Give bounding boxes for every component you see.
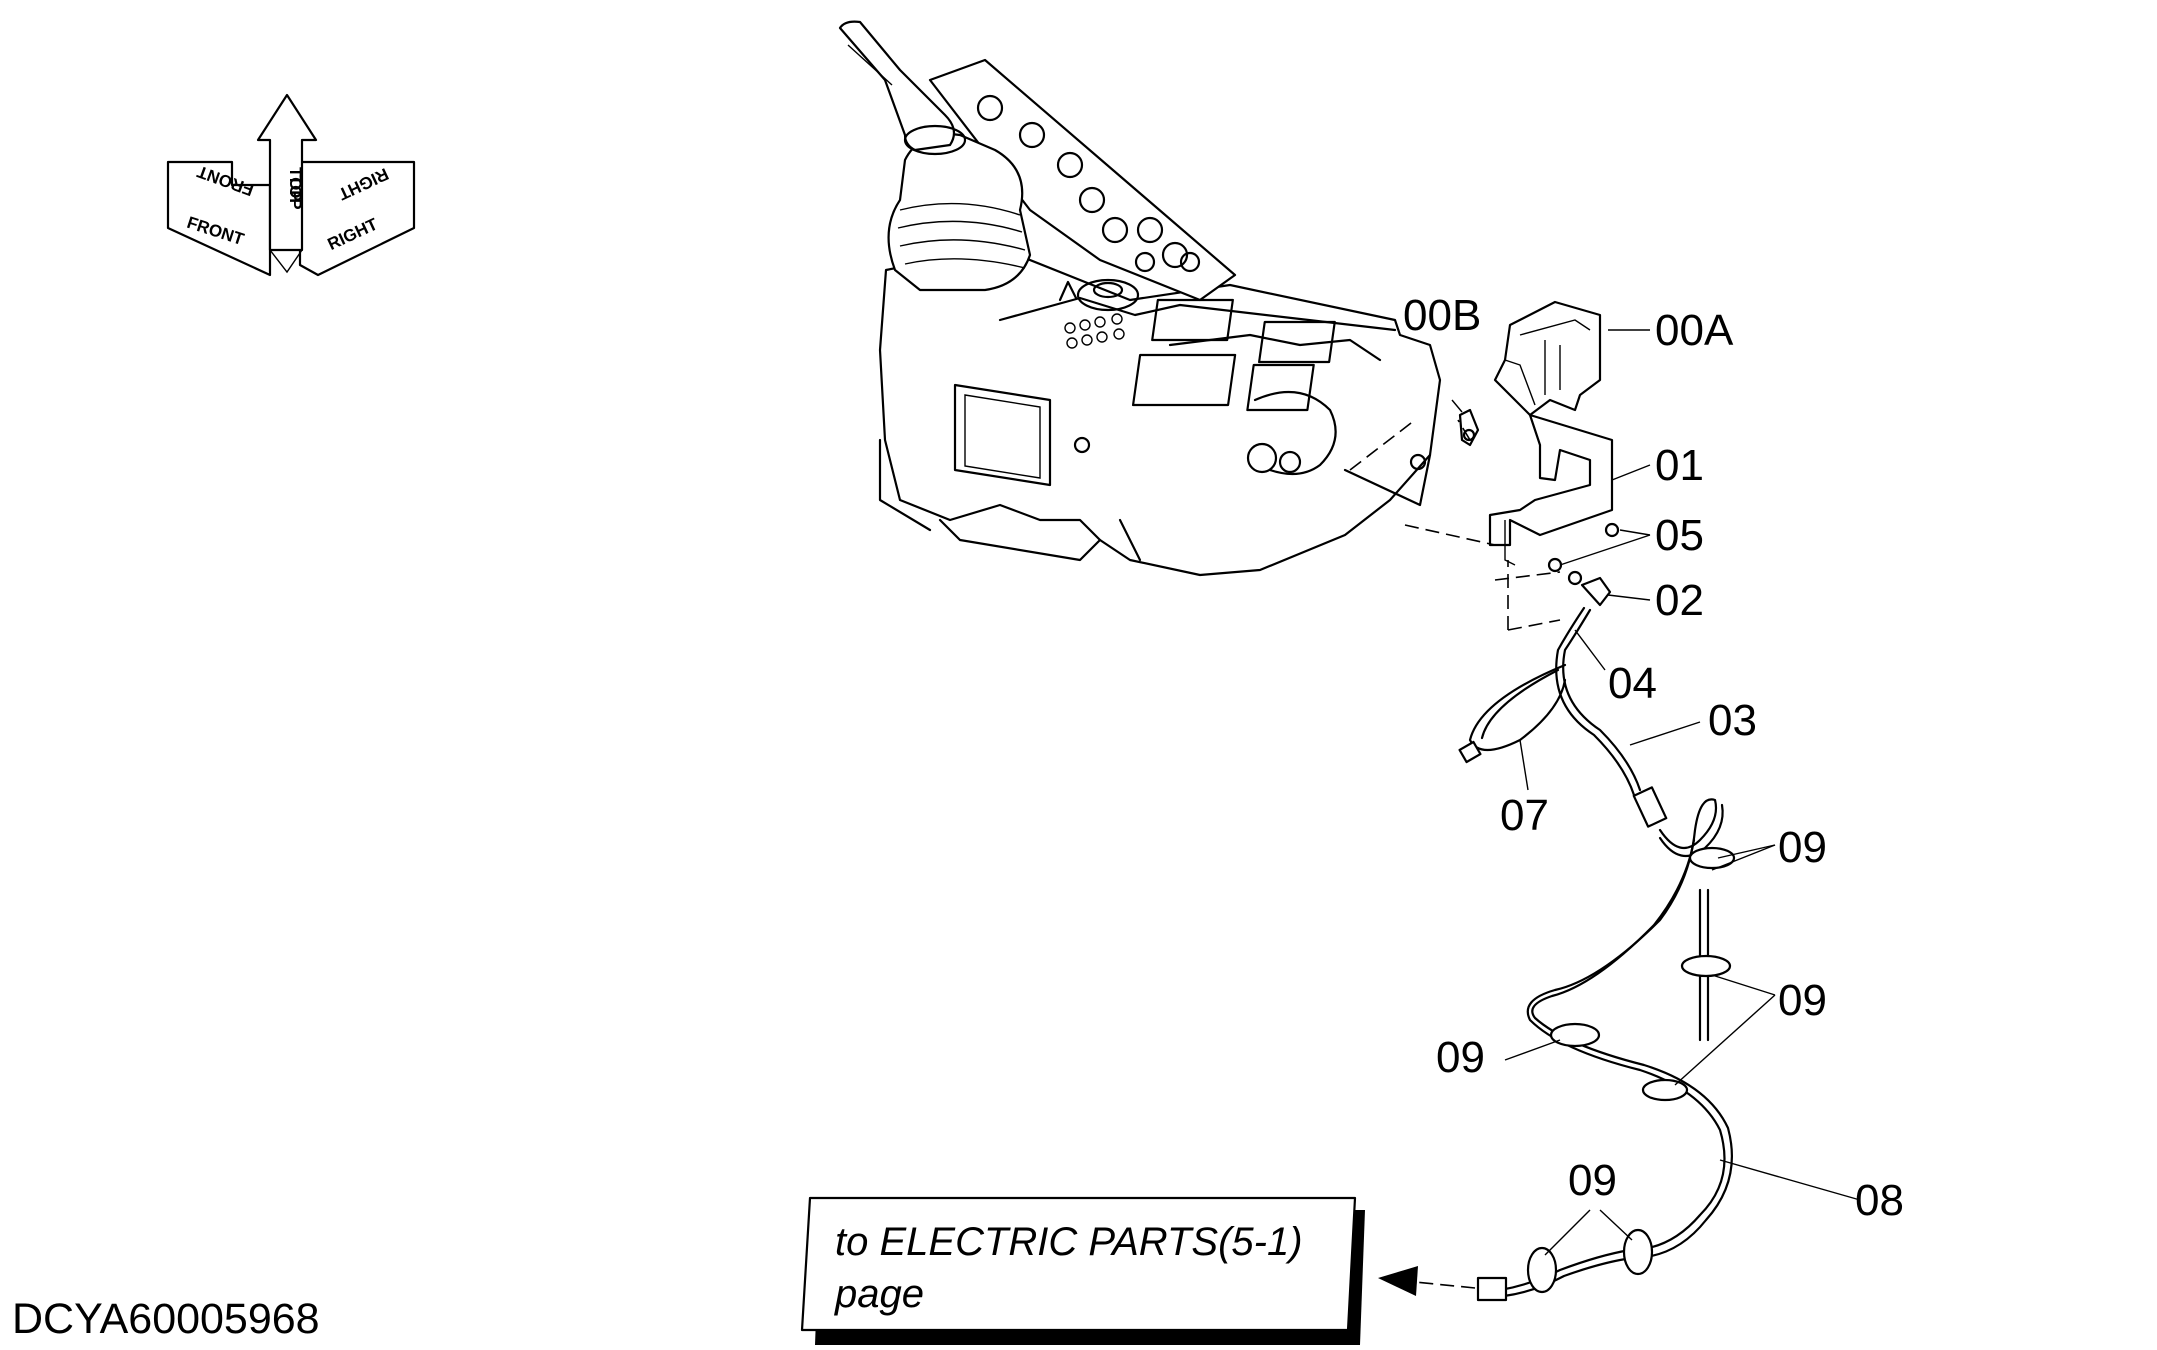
reference-box-line2: page [834, 1272, 924, 1316]
bolt-05-illustration [1547, 522, 1620, 586]
callout-03[interactable]: 03 [1708, 696, 1757, 745]
reference-arrow-icon [1378, 1266, 1476, 1296]
bracket-01-illustration [1488, 413, 1614, 566]
clamp-09-illustration [1549, 1022, 1601, 1048]
callout-08[interactable]: 08 [1855, 1176, 1904, 1225]
clamp-09-illustration [1526, 1246, 1558, 1294]
harness-end-connector-illustration [1476, 1276, 1508, 1302]
keypad-illustration [1064, 313, 1125, 349]
harness-illustration [1458, 606, 1736, 1302]
callout-01[interactable]: 01 [1655, 441, 1704, 490]
clip-00b-illustration [1458, 408, 1480, 447]
callout-05[interactable]: 05 [1655, 511, 1704, 560]
electric-parts-reference[interactable]: to ELECTRIC PARTS(5-1) page [800, 1196, 1365, 1345]
clamp-09-illustration [1641, 1078, 1689, 1102]
callout-09-bottom[interactable]: 09 [1568, 1156, 1617, 1205]
callout-00a[interactable]: 00A [1655, 306, 1734, 355]
orientation-indicator-icon: FRONT FRONT TOP TOP RIGHT RIGHT [166, 93, 416, 277]
leader-lines [1451, 329, 1861, 1256]
clamp-09-illustration [1680, 954, 1732, 978]
drawing-number: DCYA60005968 [12, 1295, 320, 1343]
connector-00a-illustration [1493, 300, 1602, 417]
reference-box [800, 1196, 1357, 1332]
reference-box-line1: to ELECTRIC PARTS(5-1) [835, 1220, 1303, 1264]
callout-07[interactable]: 07 [1500, 791, 1549, 840]
orientation-top-label: TOP [286, 167, 305, 202]
grommet-02-illustration [1580, 576, 1612, 607]
clamp-09-illustration [1688, 846, 1736, 870]
callout-00b[interactable]: 00B [1403, 291, 1481, 340]
callout-09-middle[interactable]: 09 [1778, 976, 1827, 1025]
clamp-09-illustration [1622, 1228, 1654, 1276]
part-callouts: 00A 00B 01 05 02 04 03 07 09 09 09 09 08 [1403, 291, 1904, 1225]
callout-04[interactable]: 04 [1608, 659, 1657, 708]
callout-09-left[interactable]: 09 [1436, 1033, 1485, 1082]
callout-02[interactable]: 02 [1655, 576, 1704, 625]
joystick-illustration [838, 20, 1032, 292]
orientation-top-label-mirrored: TOP [286, 175, 305, 210]
callout-09-upper[interactable]: 09 [1778, 823, 1827, 872]
control-console-illustration [838, 20, 1442, 577]
